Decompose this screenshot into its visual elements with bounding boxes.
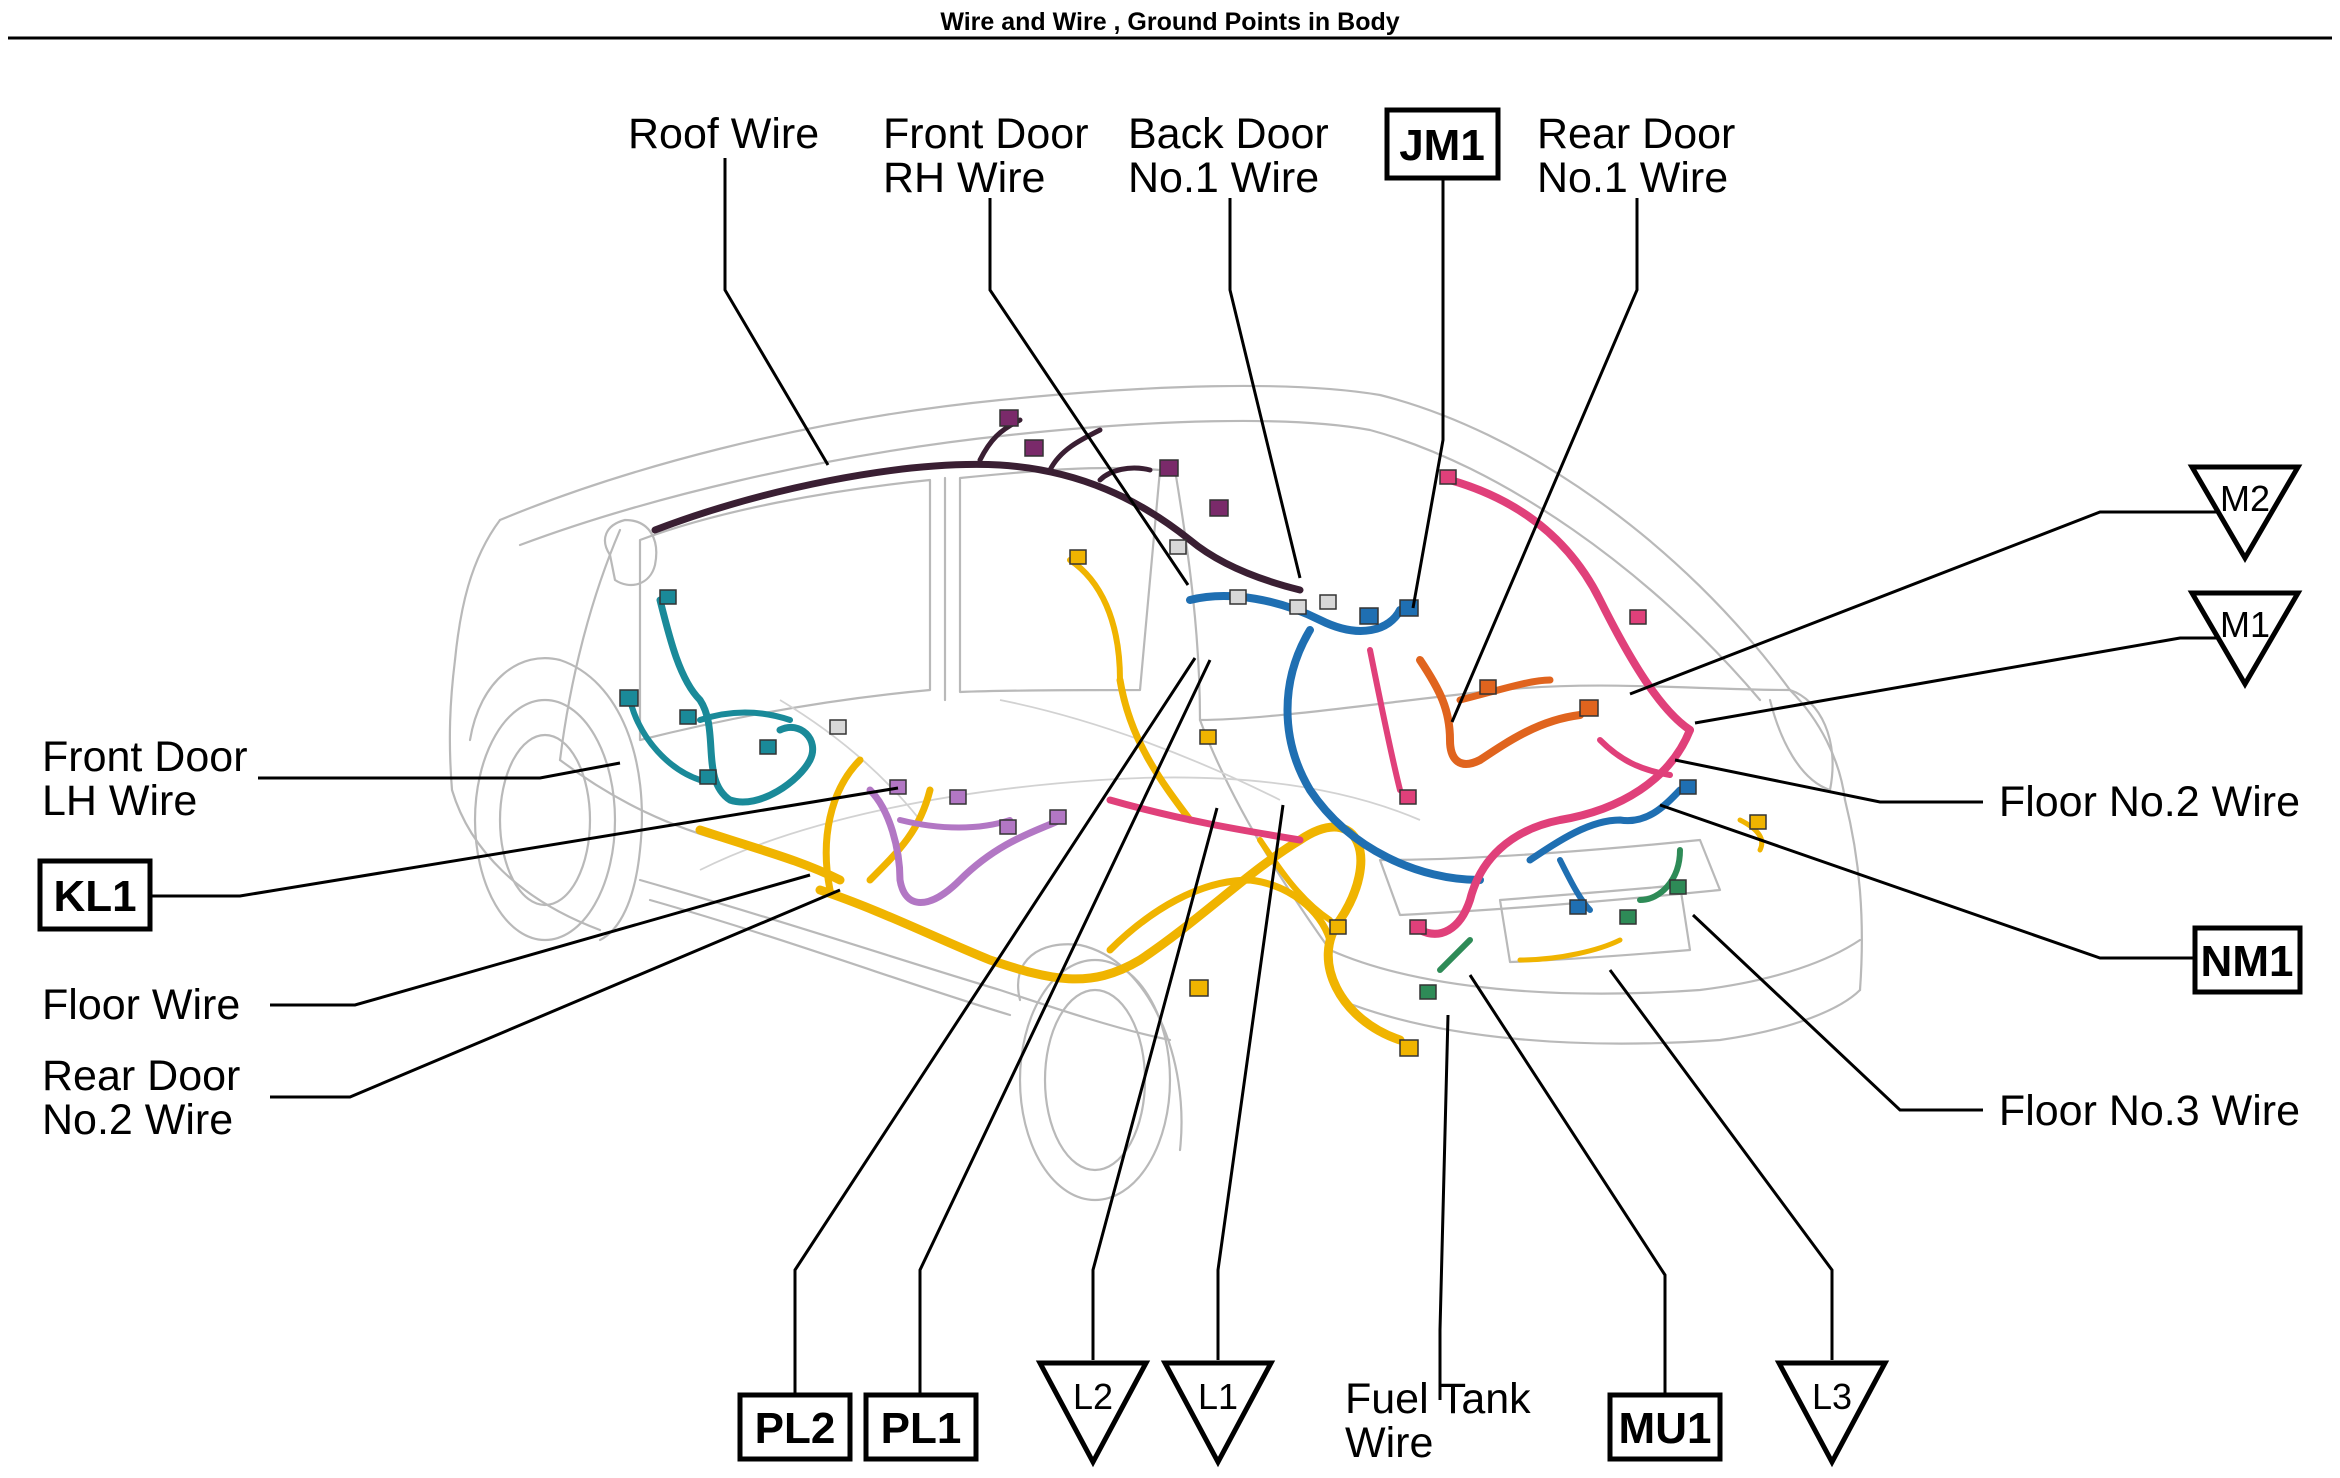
harness-front-door-lh-wire — [627, 596, 817, 806]
label-rear-door-no1-wire: Rear Door No.1 Wire — [1537, 110, 1747, 202]
label-front-door-rh-wire-line1: Front Door — [883, 110, 1089, 158]
label-floor-wire: Floor Wire — [42, 981, 240, 1029]
label-rear-door-no1-wire-line1: Rear Door — [1537, 110, 1735, 158]
connector-kl1-label: KL1 — [53, 872, 136, 921]
connector-pl2-label: PL2 — [755, 1404, 836, 1453]
label-fuel-tank-wire-line2: Wire — [1345, 1419, 1433, 1467]
label-floor-no3-wire: Floor No.3 Wire — [1999, 1087, 2300, 1135]
label-fuel-tank-wire: Fuel Tank Wire — [1345, 1375, 1543, 1467]
harness-roof-wire — [651, 417, 1304, 594]
ground-point-l1-label: L1 — [1198, 1376, 1238, 1417]
connector-pl2: PL2 — [737, 1392, 853, 1462]
label-back-door-no1-wire-line1: Back Door — [1128, 110, 1329, 158]
label-front-door-rh-wire: Front Door RH Wire — [883, 110, 1100, 202]
label-fuel-tank-wire-line1: Fuel Tank — [1345, 1375, 1531, 1423]
connector-kl1: KL1 — [37, 858, 153, 932]
ground-point-m1-label: M1 — [2220, 604, 2270, 645]
label-front-door-rh-wire-line2: RH Wire — [883, 154, 1045, 202]
ground-point-l2-label: L2 — [1073, 1376, 1113, 1417]
label-rear-door-no2-wire-line1: Rear Door — [42, 1052, 240, 1100]
harness-floor-wire — [695, 557, 1765, 1045]
leader-lines — [150, 158, 2240, 1400]
connector-mu1: MU1 — [1607, 1392, 1723, 1462]
label-rear-door-no2-wire-line2: No.2 Wire — [42, 1096, 233, 1144]
connector-blobs — [619, 409, 1767, 1057]
label-rear-door-no2-wire: Rear Door No.2 Wire — [42, 1052, 252, 1144]
connector-jm1-label: JM1 — [1399, 121, 1485, 170]
ground-point-l2: L2 — [1035, 1360, 1151, 1468]
label-front-door-lh-wire-line1: Front Door — [42, 733, 248, 781]
ground-point-m2: M2 — [2187, 464, 2303, 563]
connector-jm1: JM1 — [1384, 107, 1501, 181]
label-front-door-lh-wire: Front Door LH Wire — [42, 733, 259, 825]
ground-point-l3-label: L3 — [1812, 1376, 1852, 1417]
connector-pl1: PL1 — [863, 1392, 979, 1462]
label-floor-no2-wire: Floor No.2 Wire — [1999, 778, 2300, 826]
ground-point-l3: L3 — [1774, 1360, 1890, 1468]
harness-floor-no3-wire — [1437, 847, 1683, 973]
car-body-outline — [448, 384, 1863, 1202]
page-title: Wire and Wire , Ground Points in Body — [940, 8, 1399, 36]
connector-nm1: NM1 — [2192, 925, 2303, 995]
ground-point-l1: L1 — [1160, 1360, 1276, 1468]
connector-pl1-label: PL1 — [881, 1404, 962, 1453]
connector-nm1-label: NM1 — [2201, 937, 2294, 986]
label-back-door-no1-wire-line2: No.1 Wire — [1128, 154, 1319, 202]
label-rear-door-no1-wire-line2: No.1 Wire — [1537, 154, 1728, 202]
harness-rear-door-no1-wire — [1416, 656, 1584, 768]
ground-point-m1: M1 — [2187, 590, 2303, 689]
ground-point-m2-label: M2 — [2220, 478, 2270, 519]
label-roof-wire: Roof Wire — [628, 110, 819, 158]
label-back-door-no1-wire: Back Door No.1 Wire — [1128, 110, 1341, 202]
label-front-door-lh-wire-line2: LH Wire — [42, 777, 197, 825]
connector-mu1-label: MU1 — [1619, 1404, 1712, 1453]
harness-back-door-no1-wire — [1186, 592, 1684, 913]
